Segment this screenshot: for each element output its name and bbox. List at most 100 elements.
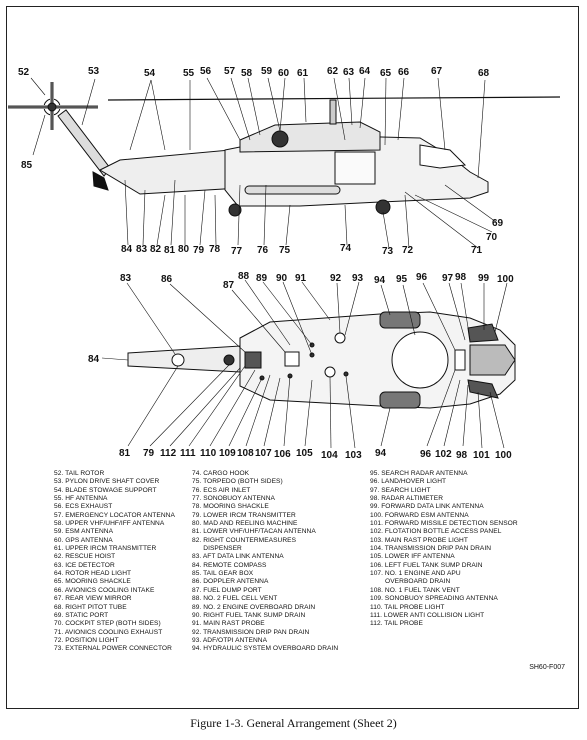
legend-item: 70. COCKPIT STEP (BOTH SIDES) xyxy=(54,620,161,628)
legend-item: 66. AVIONICS COOLING INTAKE xyxy=(54,586,155,594)
legend-item: 76. ECS AIR INLET xyxy=(192,486,251,494)
callout-83: 83 xyxy=(136,244,148,255)
callout-b-103: 103 xyxy=(345,450,362,461)
legend-item: 65. MOORING SHACKLE xyxy=(54,578,131,586)
legend-item: 110. TAIL PROBE LIGHT xyxy=(370,603,445,611)
legend-item: 84. REMOTE COMPASS xyxy=(192,561,267,569)
callout-b-88: 88 xyxy=(238,271,250,282)
right-sponson xyxy=(379,391,421,409)
callout-b-110: 110 xyxy=(200,448,217,459)
callout-b-91: 91 xyxy=(295,273,307,284)
callout-64: 64 xyxy=(359,66,371,77)
legend-item: 72. POSITION LIGHT xyxy=(54,636,119,644)
callout-84: 84 xyxy=(121,244,133,255)
main-rast-probe xyxy=(334,332,346,344)
callout-59: 59 xyxy=(261,66,273,77)
callout-b-83: 83 xyxy=(120,273,132,284)
legend-item: 77. SONOBUOY ANTENNA xyxy=(192,495,275,503)
legend-item: 58. UPPER VHF/UHF/IFF ANTENNA xyxy=(54,520,165,528)
callout-b-94-top: 94 xyxy=(374,275,386,286)
callout-b-112: 112 xyxy=(160,448,177,459)
legend-item: 95. SEARCH RADAR ANTENNA xyxy=(370,470,468,477)
callout-b-89: 89 xyxy=(256,273,268,284)
callout-56: 56 xyxy=(200,66,212,77)
callout-85: 85 xyxy=(21,160,33,171)
legend-item: 94. HYDRAULIC SYSTEM OVERBOARD DRAIN xyxy=(192,645,339,653)
legend-item: 78. MOORING SHACKLE xyxy=(192,503,269,511)
legend-item: 85. TAIL GEAR BOX xyxy=(192,570,254,578)
callout-b-98-bottom: 98 xyxy=(456,450,468,461)
callout-74: 74 xyxy=(340,243,352,254)
legend-item: 81. LOWER VHF/UHF/TACAN ANTENNA xyxy=(192,528,316,536)
legend-item: 87. FUEL DUMP PORT xyxy=(192,586,262,594)
callout-b-79: 79 xyxy=(143,448,155,459)
legend-item: 86. DOPPLER ANTENNA xyxy=(192,578,269,586)
legend-item: 60. GPS ANTENNA xyxy=(54,536,113,544)
gps-dome xyxy=(271,130,289,148)
left-sponson xyxy=(379,311,421,329)
legend-item: 62. RESCUE HOIST xyxy=(54,553,116,561)
legend-column-1: 52. TAIL ROTOR 53. PYLON DRIVE SHAFT COV… xyxy=(54,470,175,654)
callout-57: 57 xyxy=(224,66,236,77)
callout-b-93: 93 xyxy=(352,273,364,284)
legend-item: 52. TAIL ROTOR xyxy=(54,470,105,477)
legend-item: 108. NO. 1 FUEL TANK VENT xyxy=(370,586,460,594)
callout-55: 55 xyxy=(183,68,195,79)
upper-fairing xyxy=(239,121,381,153)
legend-item: 109. SONOBUOY SPREADING ANTENNA xyxy=(370,595,498,603)
cabin-door xyxy=(334,151,376,185)
callout-66: 66 xyxy=(398,67,410,78)
legend-item: 89. NO. 2 ENGINE OVERBOARD DRAIN xyxy=(192,603,316,611)
bottom-view-leader-lines xyxy=(101,279,508,449)
callout-b-96-bottom: 96 xyxy=(420,449,432,460)
callout-71: 71 xyxy=(471,245,483,256)
callout-80: 80 xyxy=(178,244,190,255)
tail-gear-box xyxy=(223,354,235,366)
callout-58: 58 xyxy=(241,68,253,79)
callout-b-100-bottom: 100 xyxy=(495,450,512,461)
mad-reeling-machine xyxy=(244,351,262,369)
tail-boom xyxy=(98,149,241,195)
callout-b-101: 101 xyxy=(473,450,490,461)
legend-item: 56. ECS EXHAUST xyxy=(54,503,113,511)
legend-item: 103. MAIN RAST PROBE LIGHT xyxy=(370,536,468,544)
callout-b-104: 104 xyxy=(321,450,338,461)
legend-item: 79. LOWER IRCM TRANSMITTER xyxy=(192,511,296,519)
tail-rotor xyxy=(8,82,98,130)
legend-item: 90. RIGHT FUEL TANK SUMP DRAIN xyxy=(192,611,306,619)
legend-item: 101. FORWARD MISSILE DETECTION SENSOR xyxy=(370,520,518,528)
callout-b-95: 95 xyxy=(396,274,408,285)
callout-b-99: 99 xyxy=(478,273,490,284)
callout-73: 73 xyxy=(382,246,394,257)
legend-item: 69. STATIC PORT xyxy=(54,611,109,619)
legend-item: 82. RIGHT COUNTERMEASURES xyxy=(192,536,297,544)
figure-caption: Figure 1-3. General Arrangement (Sheet 2… xyxy=(190,716,397,730)
legend-item: 98. RADAR ALTIMETER xyxy=(370,495,444,503)
callout-76: 76 xyxy=(257,245,269,256)
legend-item: 104. TRANSMISSION DRIP PAN DRAIN xyxy=(370,545,492,553)
legend-item: 53. PYLON DRIVE SHAFT COVER xyxy=(54,478,160,486)
legend-item: 96. LAND/HOVER LIGHT xyxy=(370,478,447,486)
callout-70: 70 xyxy=(486,232,498,243)
tail-pylon xyxy=(57,109,111,177)
antenna-dot xyxy=(343,371,349,377)
callout-b-81: 81 xyxy=(119,448,131,459)
legend-item: 107. NO. 1 ENGINE AND APU xyxy=(370,570,461,578)
legend-item: 88. NO. 2 FUEL CELL VENT xyxy=(192,595,278,603)
legend-item: 68. RIGHT PITOT TUBE xyxy=(54,603,127,611)
doppler-antenna xyxy=(284,351,300,367)
main-wheel xyxy=(375,199,391,215)
legend-item: 102. FLOTATION BOTTLE ACCESS PANEL xyxy=(370,528,502,536)
sheet-code: SH60-F007 xyxy=(529,664,565,671)
tail-dark-panel xyxy=(92,171,109,191)
cockpit-window xyxy=(419,144,467,169)
callout-65: 65 xyxy=(380,68,392,79)
callout-68: 68 xyxy=(478,68,490,79)
legend-item: 67. REAR VIEW MIRROR xyxy=(54,595,132,603)
callout-b-105: 105 xyxy=(296,448,313,459)
callout-62: 62 xyxy=(327,66,339,77)
legend-item: 91. MAIN RAST PROBE xyxy=(192,620,265,628)
main-rotor-blade xyxy=(107,96,561,101)
callout-b-97: 97 xyxy=(442,273,454,284)
bottom-view-callouts: 83 86 87 88 89 90 91 92 93 94 95 96 97 9… xyxy=(88,271,514,461)
